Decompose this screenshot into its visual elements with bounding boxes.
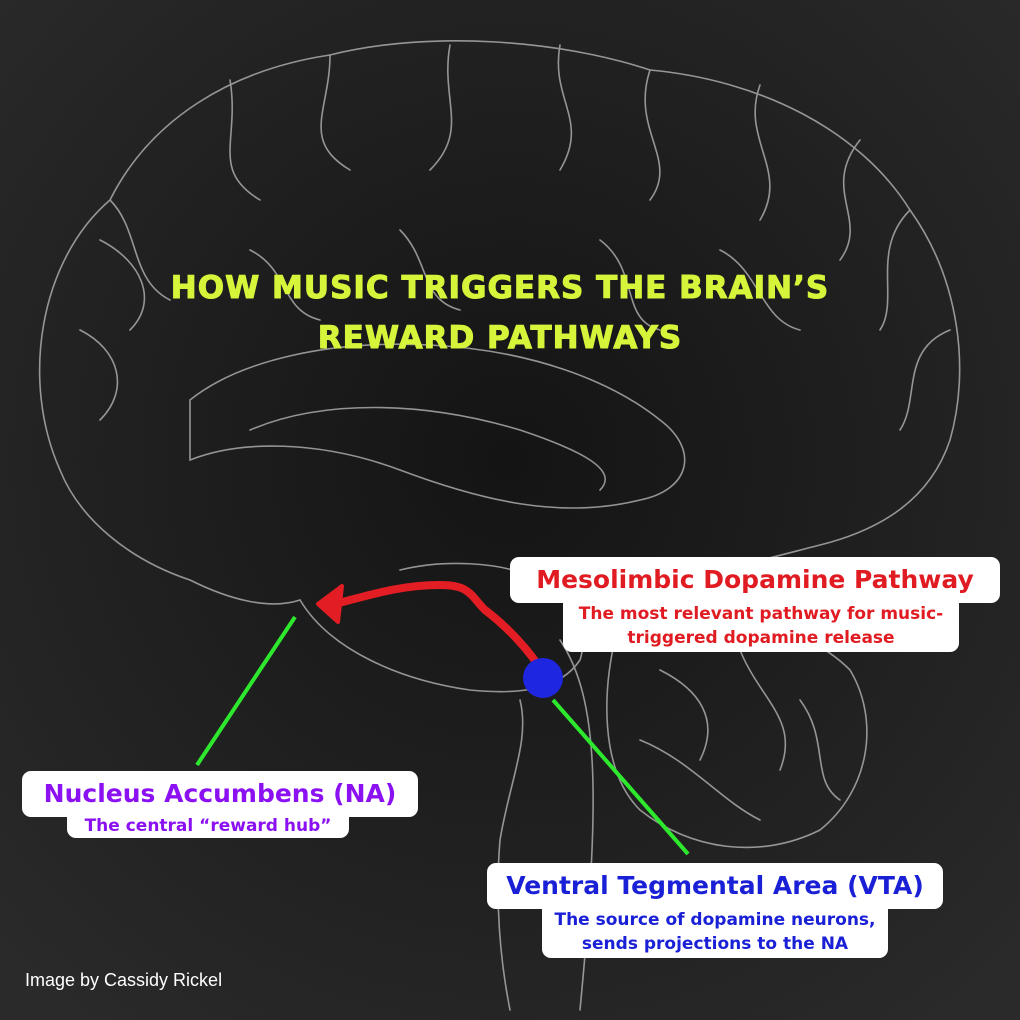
- arrowhead-icon: [316, 584, 344, 624]
- vta-heading: Ventral Tegmental Area (VTA): [487, 863, 943, 909]
- title-line-1: HOW MUSIC TRIGGERS THE BRAIN’S: [170, 270, 830, 307]
- na-heading: Nucleus Accumbens (NA): [22, 771, 418, 817]
- pathway-description-line-2: triggered dopamine release: [627, 628, 895, 648]
- vta-description-line-2: sends projections to the NA: [581, 934, 849, 954]
- pathway-heading: Mesolimbic Dopamine Pathway: [510, 557, 1000, 603]
- title-line-2: REWARD PATHWAYS: [317, 320, 683, 357]
- vta-description: The source of dopamine neurons, sends pr…: [542, 906, 888, 958]
- vta-description-line-1: The source of dopamine neurons,: [554, 910, 876, 930]
- mesolimbic-pathway-arrow: [331, 580, 549, 680]
- na-description: The central “reward hub”: [67, 814, 349, 838]
- vta-marker-dot: [523, 658, 563, 698]
- na-pointer-line: [195, 615, 297, 767]
- vta-pointer-line: [551, 698, 690, 856]
- pathway-description-line-1: The most relevant pathway for music-: [578, 604, 944, 624]
- image-credit: Image by Cassidy Rickel: [25, 970, 223, 990]
- pathway-description: The most relevant pathway for music- tri…: [563, 600, 959, 652]
